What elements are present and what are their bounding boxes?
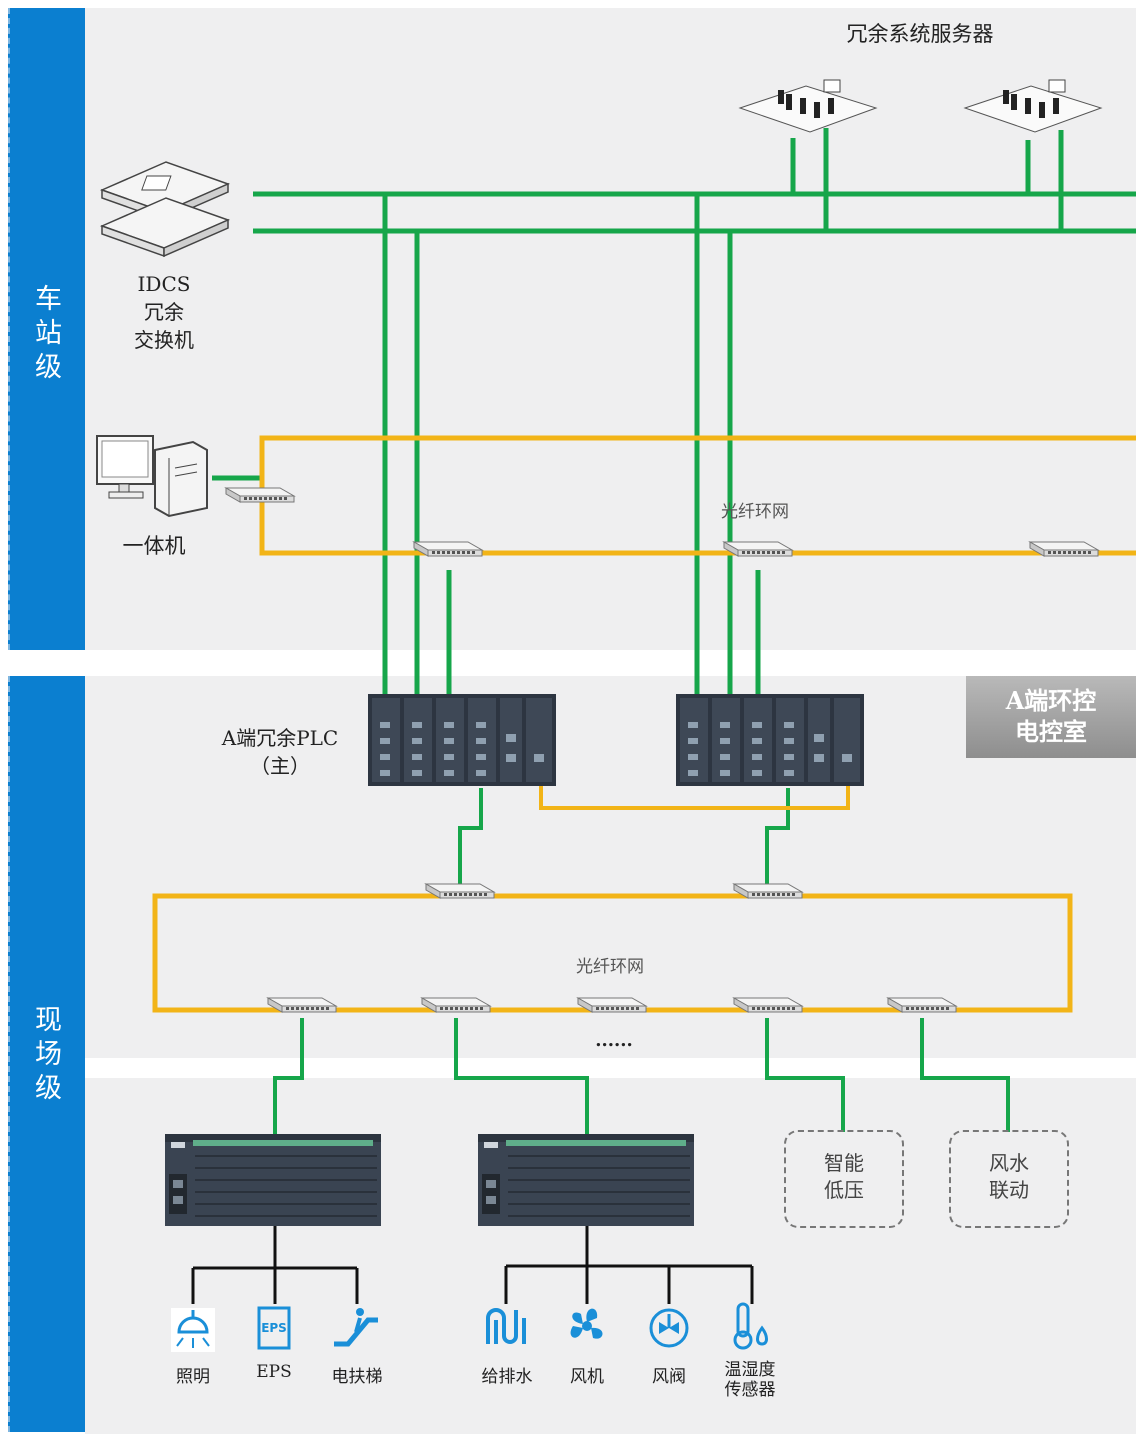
workstation-icon [96, 435, 208, 518]
smart-low-voltage-box: 智能 低压 [784, 1130, 904, 1228]
device-wiring [191, 1226, 754, 1304]
escalator-icon [334, 1308, 378, 1347]
plc-standby-rack [676, 694, 864, 786]
svg-text:EPS: EPS [261, 1321, 287, 1335]
valve-icon [649, 1308, 689, 1348]
fiber-switch-8 [421, 997, 491, 1013]
device-label-sensor: 温湿度 传感器 [724, 1360, 776, 1400]
sensor-icon [733, 1302, 768, 1350]
fiber-switch-11 [887, 997, 957, 1013]
wind-water-linkage-box: 风水 联动 [949, 1130, 1069, 1228]
water-icon [486, 1308, 526, 1344]
lighting-icon [171, 1308, 215, 1352]
field-level-label: 现 场 级 [35, 1005, 62, 1104]
fiber-switch-2 [413, 541, 483, 557]
plc-primary-rack [368, 694, 556, 786]
switch-label: IDCS 冗余 交换机 [134, 272, 194, 352]
fiber-switch-5 [425, 883, 495, 899]
servers-title: 冗余系统服务器 [846, 22, 994, 46]
station-level-label: 车 站 级 [35, 284, 62, 383]
fiber-switch-9 [577, 997, 647, 1013]
fiber-switch-6 [733, 883, 803, 899]
device-label-escalator: 电扶梯 [331, 1367, 383, 1387]
ring-top-label: 光纤环网 [721, 502, 789, 522]
ring-bottom-label: 光纤环网 [576, 957, 644, 977]
fiber-switch-7 [267, 997, 337, 1013]
redundant-ethernet [212, 128, 1136, 1136]
plc-label: A端冗余PLC （主） [221, 726, 339, 778]
fiber-switch-1 [225, 487, 295, 503]
fiber-switch-4 [1029, 541, 1099, 557]
device-label-water: 给排水 [481, 1367, 533, 1387]
server-2 [963, 79, 1103, 133]
electrical-room-label: A端环控 电控室 [966, 676, 1136, 758]
device-label-eps: EPS [256, 1362, 292, 1382]
fiber-switch-3 [723, 541, 793, 557]
eps-icon: EPS [257, 1306, 291, 1350]
idcs-switch-icon [99, 161, 231, 258]
device-label-fan: 风机 [570, 1367, 604, 1387]
io-module-2 [477, 1133, 695, 1227]
device-label-valve: 风阀 [652, 1367, 686, 1387]
workstation-label: 一体机 [122, 534, 186, 558]
server-1 [738, 79, 878, 133]
station-level-bar: 车 站 级 [8, 8, 85, 650]
fiber-switch-10 [733, 997, 803, 1013]
field-level-bar: 现 场 级 [8, 676, 85, 1432]
device-label-lighting: 照明 [176, 1367, 210, 1387]
field-level-panel-upper [85, 676, 1136, 1058]
io-module-1 [164, 1133, 382, 1227]
more-switches-ellipsis: ...... [595, 1030, 633, 1051]
fan-icon [570, 1308, 603, 1339]
